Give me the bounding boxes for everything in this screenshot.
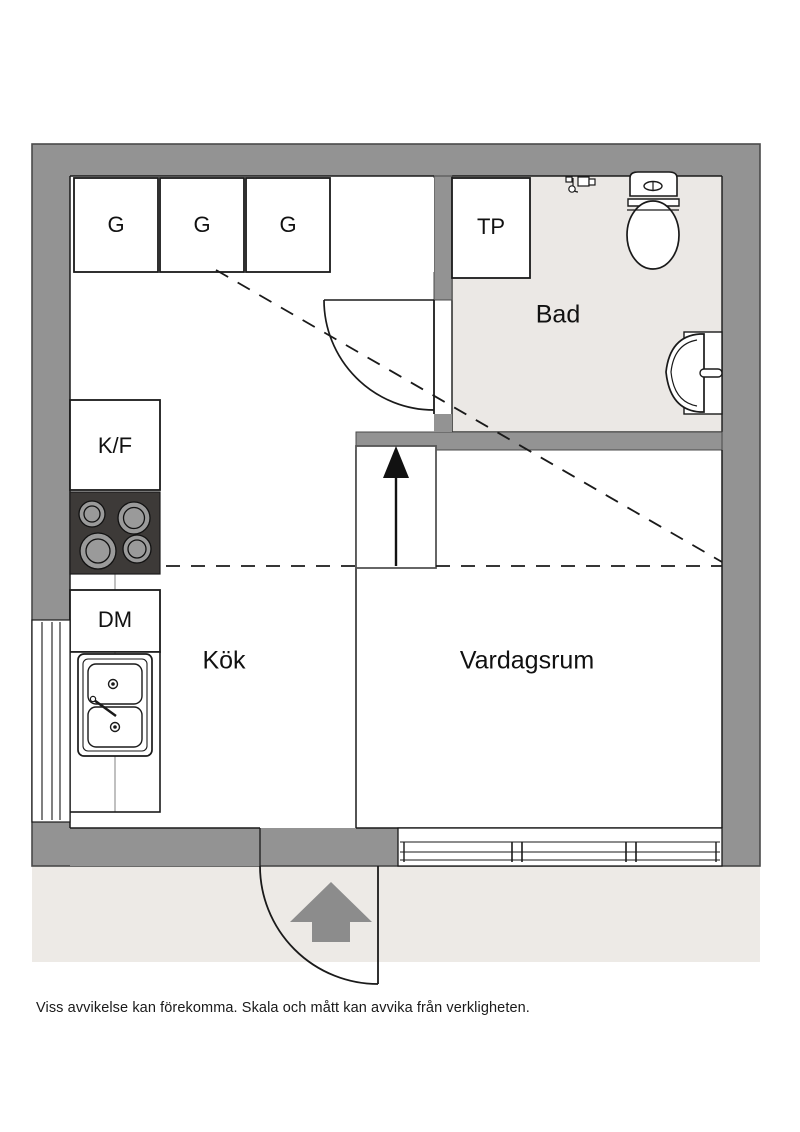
garderob-2-label: G	[193, 212, 210, 237]
washbasin-icon	[665, 331, 723, 415]
disclaimer-caption: Viss avvikelse kan förekomma. Skala och …	[36, 1000, 530, 1016]
closet-open-direction-arrow	[383, 446, 409, 566]
stove-icon[interactable]	[69, 491, 161, 575]
garderob-2-box[interactable]	[159, 177, 245, 273]
wall-bathroom-bottom	[355, 431, 723, 451]
wall-bathroom-jamb	[434, 414, 452, 432]
entry-direction-arrow	[290, 882, 372, 942]
entrance-door[interactable]	[259, 828, 379, 985]
toilet-icon	[626, 171, 680, 270]
room-label-vardagsrum: Vardagsrum	[460, 647, 594, 675]
shower-mixer-icon	[565, 176, 596, 193]
wardrobe-group: G G G	[73, 177, 434, 273]
room-label-bad: Bad	[536, 301, 580, 329]
kitchen-sink-icon	[77, 653, 153, 757]
section-dashed-lines	[166, 269, 723, 567]
kyl-frys-group: K/F	[69, 399, 161, 491]
tvattpelare-label: TP	[477, 214, 505, 239]
closet-with-arrow[interactable]	[355, 445, 437, 569]
diskmaskin-group: DM	[69, 589, 161, 653]
room-label-kok: Kök	[202, 647, 246, 675]
garderob-3-box[interactable]	[245, 177, 331, 273]
tvattpelare-box[interactable]	[451, 177, 531, 279]
balcony-window[interactable]	[397, 827, 723, 867]
hall-top-recess	[332, 178, 434, 272]
kyl-frys-label: K/F	[98, 433, 132, 458]
diskmaskin-label: DM	[98, 607, 132, 632]
kitchen-window[interactable]	[31, 619, 71, 823]
terrace-area	[32, 866, 760, 962]
kyl-frys-box[interactable]	[69, 399, 161, 491]
tvattpelare-group: TP	[451, 177, 531, 279]
dashed-diagonal	[215, 269, 723, 563]
garderob-1-box[interactable]	[73, 177, 159, 273]
wall-hall-bathroom	[433, 175, 453, 301]
garderob-1-label: G	[107, 212, 124, 237]
garderob-3-label: G	[279, 212, 296, 237]
